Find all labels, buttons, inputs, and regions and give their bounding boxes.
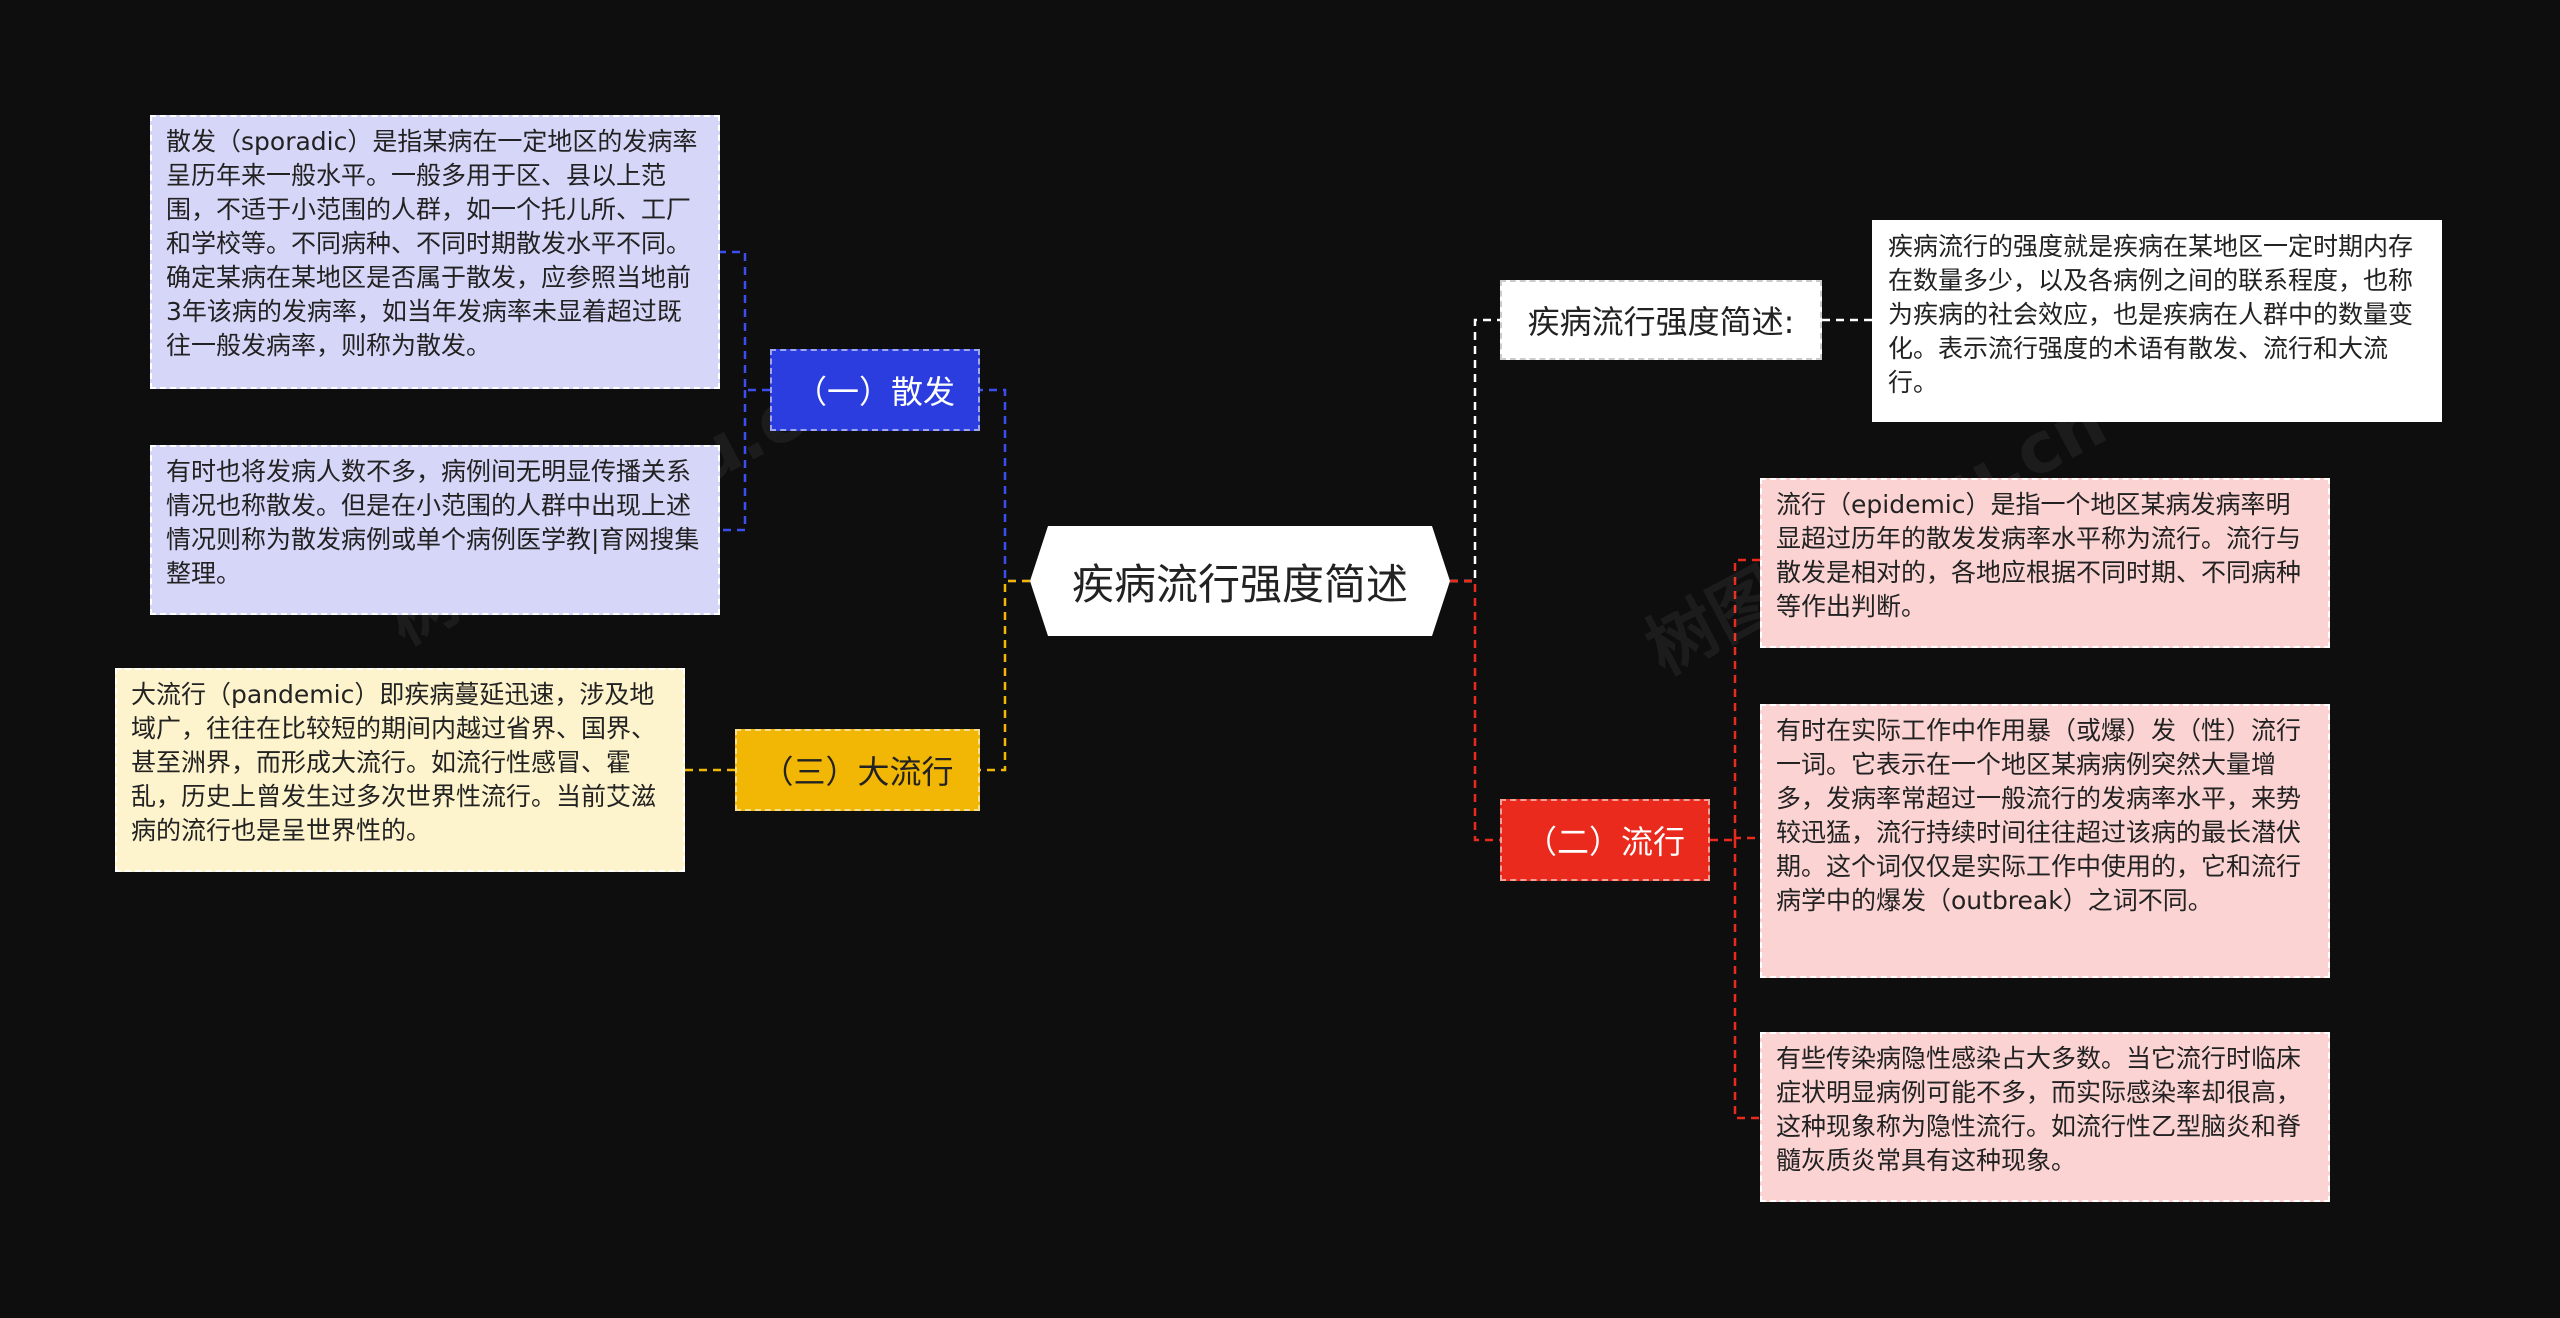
red-branch-lines	[1450, 558, 1760, 1120]
root-to-epidemic-link	[1450, 579, 1500, 842]
topic-epidemic[interactable]: （二）流行	[1500, 799, 1710, 881]
sporadic-to-note1-link	[720, 250, 770, 392]
note-text: 有时在实际工作中作用暴（或爆）发（性）流行一词。它表示在一个地区某病病例突然大量…	[1776, 716, 2302, 915]
topic-pandemic-label: （三）大流行	[761, 753, 954, 791]
note-text: 有时也将发病人数不多，病例间无明显传播关系情况也称散发。但是在小范围的人群中出现…	[166, 457, 700, 588]
note-epidemic-outbreak[interactable]: 有时在实际工作中作用暴（或爆）发（性）流行一词。它表示在一个地区某病病例突然大量…	[1760, 704, 2330, 978]
root-to-overview-link	[1450, 318, 1500, 583]
note-text: 有些传染病隐性感染占大多数。当它流行时临床症状明显病例可能不多，而实际感染率却很…	[1776, 1044, 2302, 1175]
root-shape	[1030, 526, 1450, 636]
topic-sporadic-label: （一）散发	[794, 373, 955, 411]
blue-branch-lines	[720, 250, 1030, 583]
root-topic[interactable]: 疾病流行强度简述	[1030, 526, 1450, 636]
root-label: 疾病流行强度简述	[1071, 559, 1408, 609]
note-overview[interactable]: 疾病流行的强度就是疾病在某地区一定时期内存在数量多少，以及各病例之间的联系程度，…	[1872, 220, 2442, 422]
note-epidemic-definition[interactable]: 流行（epidemic）是指一个地区某病发病率明显超过历年的散发发病率水平称为流…	[1760, 478, 2330, 648]
white-branch-lines	[1450, 318, 1872, 583]
topic-epidemic-label: （二）流行	[1524, 823, 1685, 861]
note-text: 大流行（pandemic）即疾病蔓延迅速，涉及地域广，往往在比较短的期间内越过省…	[131, 680, 657, 845]
topic-sporadic[interactable]: （一）散发	[770, 349, 980, 431]
epidemic-to-note1-link	[1710, 558, 1760, 842]
root-to-sporadic-link	[980, 388, 1030, 583]
sporadic-to-note2-link	[720, 390, 747, 532]
note-pandemic[interactable]: 大流行（pandemic）即疾病蔓延迅速，涉及地域广，往往在比较短的期间内越过省…	[115, 668, 685, 872]
topic-overview-label: 疾病流行强度简述:	[1527, 303, 1795, 341]
note-text: 疾病流行的强度就是疾病在某地区一定时期内存在数量多少，以及各病例之间的联系程度，…	[1888, 232, 2414, 397]
note-text: 散发（sporadic）是指某病在一定地区的发病率呈历年来一般水平。一般多用于区…	[166, 127, 698, 360]
yellow-branch-lines	[685, 579, 1030, 772]
topic-pandemic[interactable]: （三）大流行	[735, 729, 980, 811]
note-epidemic-latent[interactable]: 有些传染病隐性感染占大多数。当它流行时临床症状明显病例可能不多，而实际感染率却很…	[1760, 1032, 2330, 1202]
topic-overview[interactable]: 疾病流行强度简述:	[1500, 280, 1822, 360]
epidemic-to-note2-link	[1733, 836, 1760, 840]
note-sporadic-definition[interactable]: 散发（sporadic）是指某病在一定地区的发病率呈历年来一般水平。一般多用于区…	[150, 115, 720, 389]
root-to-pandemic-link	[980, 579, 1030, 772]
epidemic-to-note3-link	[1733, 840, 1760, 1120]
note-sporadic-extra[interactable]: 有时也将发病人数不多，病例间无明显传播关系情况也称散发。但是在小范围的人群中出现…	[150, 445, 720, 615]
note-text: 流行（epidemic）是指一个地区某病发病率明显超过历年的散发发病率水平称为流…	[1776, 490, 2302, 621]
